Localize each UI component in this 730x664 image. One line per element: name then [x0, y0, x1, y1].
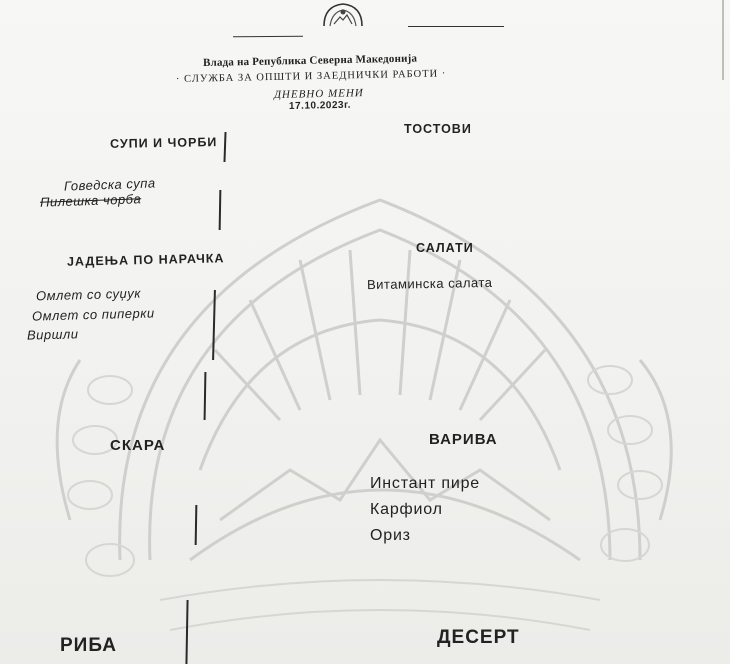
order-item-omelette-sujuk: Омлет со суџук: [35, 285, 142, 304]
order-item-sausages: Виршли: [26, 326, 79, 343]
coat-of-arms-icon: [323, 3, 363, 27]
header-rule-right: [408, 26, 504, 27]
menu-date: 17.10.2023г.: [288, 99, 352, 112]
toasts-heading: ТОСТОВИ: [404, 122, 472, 136]
soup-item-beef: Говедска супа: [63, 175, 156, 194]
stew-item-instant-mash: Инстант пире: [370, 475, 480, 492]
dessert-heading: ДЕСЕРТ: [437, 627, 520, 648]
order-item-omelette-peppers: Омлет со пиперки: [31, 305, 155, 324]
soups-heading: СУПИ И ЧОРБИ: [109, 135, 218, 151]
paper-edge-shadow: [722, 0, 724, 80]
salad-item-vitamin: Витаминска салата: [366, 274, 493, 293]
salads-heading: САЛАТИ: [416, 241, 474, 255]
stew-item-cauliflower: Карфиол: [370, 501, 443, 518]
grill-heading: СКАРА: [110, 437, 166, 454]
fish-heading: РИБА: [60, 635, 117, 656]
stew-item-rice: Ориз: [370, 527, 411, 544]
stews-heading: ВАРИВА: [429, 431, 498, 448]
